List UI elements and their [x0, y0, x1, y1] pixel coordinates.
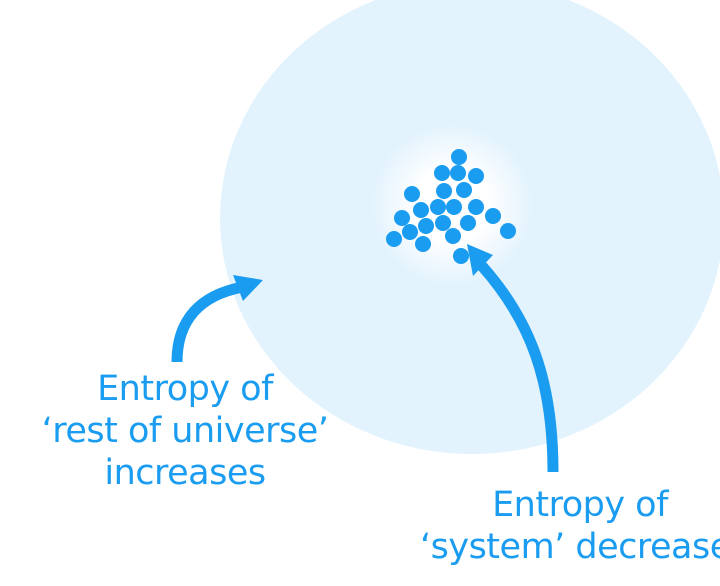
- particle: [386, 231, 402, 247]
- particle: [415, 236, 431, 252]
- particle: [456, 182, 472, 198]
- particle: [394, 210, 410, 226]
- system-entropy-label: Entropy of ‘system’ decreases: [420, 484, 720, 568]
- particle: [453, 248, 469, 264]
- particle: [436, 183, 452, 199]
- particle: [450, 165, 466, 181]
- label-line: Entropy of: [97, 369, 273, 409]
- label-line: increases: [104, 453, 266, 493]
- label-line: ‘rest of universe’: [41, 411, 329, 451]
- particle: [434, 165, 450, 181]
- particle: [451, 149, 467, 165]
- label-line: Entropy of: [492, 485, 668, 525]
- system-arrow: [477, 262, 559, 473]
- particle: [468, 199, 484, 215]
- particle: [468, 168, 484, 184]
- particle: [445, 228, 461, 244]
- particle: [485, 208, 501, 224]
- particle: [413, 202, 429, 218]
- particle: [460, 215, 476, 231]
- universe-arrow: [171, 281, 245, 363]
- universe-entropy-label: Entropy of ‘rest of universe’ increases: [40, 368, 330, 494]
- system-particles: [386, 149, 516, 264]
- particle: [430, 199, 446, 215]
- particle: [402, 224, 418, 240]
- particle: [446, 199, 462, 215]
- particle: [404, 186, 420, 202]
- particle: [500, 223, 516, 239]
- system-arrow-head: [467, 244, 493, 276]
- particle: [435, 215, 451, 231]
- universe-arrow-head: [233, 275, 263, 301]
- label-line: ‘system’ decreases: [420, 527, 720, 567]
- particle: [418, 218, 434, 234]
